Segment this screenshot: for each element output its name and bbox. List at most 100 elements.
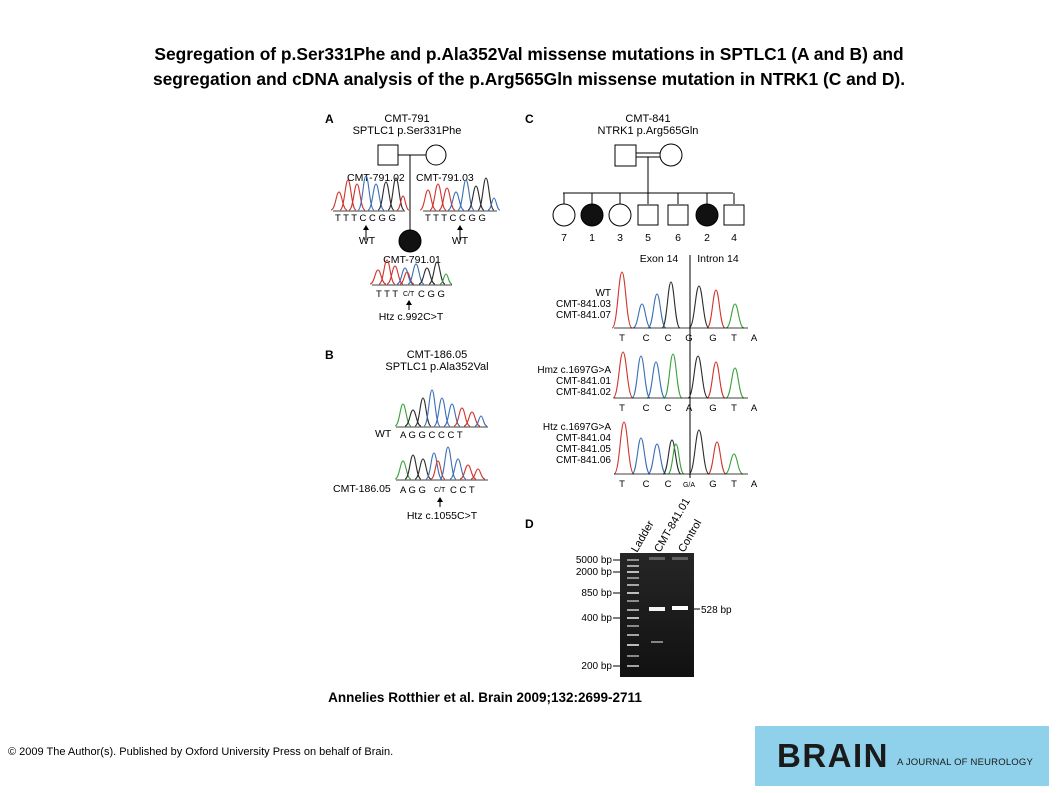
panel-c-group-2-trace-peak-2 — [646, 361, 666, 399]
panel-a-child-seq-het: C/T — [403, 291, 415, 298]
panel-c-group-1-trace-peak-0 — [611, 271, 633, 329]
gel-ladder-band-9 — [627, 617, 639, 619]
panel-c-group-2-base-7: A — [751, 403, 758, 414]
panel-d-band-label: 528 bp — [701, 605, 732, 616]
gel-ladder-band-6 — [627, 592, 639, 594]
sibling-2-symbol — [695, 203, 719, 227]
panel-c-group-1-trace-peak-2 — [647, 293, 667, 329]
panel-b-mut-trace-peak-1 — [404, 454, 422, 480]
panel-d-ladder-label-200: 200 bp — [581, 661, 612, 672]
panel-c-group-2-trace-peak-6 — [725, 367, 745, 399]
panel-c-group-3-base-4: G/A — [683, 482, 695, 489]
gel-ladder-band-11 — [627, 634, 639, 636]
panel-b-wt-trace — [394, 389, 488, 427]
sibling-5-symbol — [637, 204, 659, 226]
panel-a-child-trace-peak-1 — [378, 259, 396, 285]
panel-a-left-trace-peak-1 — [339, 179, 357, 211]
panel-a-right-status: WT — [452, 235, 469, 247]
panel-c-group-2-base-4: A — [686, 403, 693, 414]
sibling-7-label: 7 — [561, 232, 567, 244]
panel-a-right-arrowhead — [457, 225, 463, 230]
panel-c-group-3-base-1: T — [619, 479, 625, 490]
panel-b-label: B — [325, 348, 334, 362]
panel-a-child-id: CMT-791.01 — [383, 254, 441, 266]
panel-a-left-status: WT — [359, 235, 376, 247]
gel-ladder-band-4 — [627, 577, 639, 579]
panel-a-right-seq: T T T C C G G — [425, 213, 486, 224]
panel-c-group-2-line-2: CMT-841.01 — [556, 376, 611, 387]
gel-ladder-band-3 — [627, 571, 639, 573]
panel-c-group-3-base-2: C — [643, 479, 650, 490]
panel-c-group-1-base-5: G — [709, 333, 716, 344]
panel-b-mut-seq-right: C C T — [450, 485, 475, 496]
panel-b-arrowhead — [437, 497, 443, 502]
panel-c-group-1-trace-peak-3 — [661, 281, 681, 329]
panel-a-child-trace-peak-5 — [407, 263, 425, 285]
gel-ladder-band-2 — [627, 565, 639, 567]
sibling-1-symbol — [580, 203, 604, 227]
panel-c-group-2-base-2: C — [643, 403, 650, 414]
panel-a-affected-child-symbol — [398, 229, 422, 253]
figure-title: Segregation of p.Ser331Phe and p.Ala352V… — [20, 42, 1038, 92]
panel-b-wt-trace-peak-0 — [394, 403, 412, 427]
panel-b-mutation: SPTLC1 p.Ala352Val — [385, 361, 488, 373]
panel-b-wt-seq: A G G C C C T — [400, 430, 463, 441]
panel-b-status: Htz c.1055C>T — [407, 510, 478, 522]
gel-patient-well — [649, 557, 665, 560]
panel-c-group-2-trace-peak-4 — [687, 355, 709, 399]
panel-a-child-arrowhead — [406, 300, 412, 305]
panel-a-left-arrowhead — [363, 225, 369, 230]
panel-b-mut-trace-peak-2 — [414, 458, 432, 480]
panel-b-wt-trace-peak-7 — [463, 411, 481, 427]
panel-a-child-trace-peak-0 — [369, 269, 387, 285]
panel-a-left-trace-peak-6 — [387, 177, 405, 211]
gel-ladder-band-14 — [627, 665, 639, 667]
panel-c-label: C — [525, 112, 534, 126]
gel-ladder-band-7 — [627, 600, 639, 602]
panel-a-mutation: SPTLC1 p.Ser331Phe — [353, 125, 462, 137]
panel-c-group-3-trace-peak-4 — [667, 443, 685, 475]
panel-c-group-3-trace-peak-1 — [631, 437, 651, 475]
panel-c-group-1-trace-peak-6 — [725, 303, 745, 329]
sibling-3-label: 3 — [617, 232, 623, 244]
panel-c-group-3-line-1: Htz c.1697G>A — [543, 422, 611, 433]
panel-b-family-id: CMT-186.05 — [407, 349, 468, 361]
panel-b-wt-trace-peak-8 — [474, 415, 488, 427]
panel-c-group-3-base-5: G — [709, 479, 716, 490]
panel-a-child-trace-peak-4 — [399, 271, 415, 285]
panel-c-group-1-base-2: C — [643, 333, 650, 344]
panel-c-group-2-base-6: T — [731, 403, 737, 414]
panel-c-mutation: NTRK1 p.Arg565Gln — [598, 125, 699, 137]
panel-c-group-3-line-3: CMT-841.05 — [556, 444, 611, 455]
gel-control-well — [672, 557, 688, 560]
gel-ladder-band-8 — [627, 609, 639, 611]
panel-c-group-1-trace-peak-1 — [632, 303, 652, 329]
panel-b-wt-label: WT — [375, 428, 392, 440]
panel-b-wt-trace-peak-3 — [423, 389, 441, 427]
panel-c-group-2-trace-peak-1 — [631, 355, 651, 399]
panel-c-group-1-base-4: G — [685, 333, 692, 344]
panel-c-group-3: Htz c.1697G>ACMT-841.04CMT-841.05CMT-841… — [543, 421, 758, 490]
panel-c-group-3-trace-peak-2 — [647, 443, 667, 475]
panel-d-gel-bands — [627, 557, 688, 667]
panel-a-right-trace-peak-4 — [457, 179, 475, 211]
panel-a-left-trace-peak-2 — [348, 183, 366, 211]
panel-b-mut-seq-het: C/T — [434, 487, 446, 494]
copyright-notice: © 2009 The Author(s). Published by Oxfor… — [8, 746, 394, 758]
panel-a-left-trace-peak-7 — [396, 195, 410, 211]
gel-ladder-band-13 — [627, 655, 639, 657]
panel-c-group-3-trace-peak-6 — [707, 441, 727, 475]
panel-c-group-3-line-4: CMT-841.06 — [556, 455, 611, 466]
panel-d-ladder-label-5000: 5000 bp — [576, 555, 613, 566]
panel-a-right-id: CMT-791.03 — [416, 172, 474, 184]
panel-b-wt-trace-peak-1 — [404, 409, 422, 427]
panel-c-family-id: CMT-841 — [625, 113, 670, 125]
sibling-4-label: 4 — [731, 232, 737, 244]
panel-b: B CMT-186.05 SPTLC1 p.Ala352Val WT A G G… — [325, 348, 489, 522]
panel-c-group-2-trace-peak-5 — [706, 361, 726, 399]
panel-b-mut-label: CMT-186.05 — [333, 483, 391, 495]
